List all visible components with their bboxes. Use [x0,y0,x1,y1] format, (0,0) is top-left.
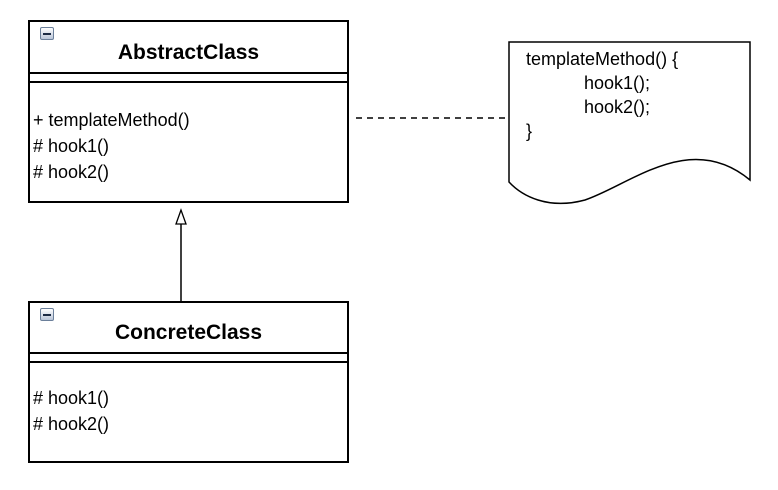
operation-hook2: # hook2() [33,414,110,434]
operation-hook1: # hook1() [33,136,110,156]
note-text: templateMethod() { hook1(); hook2(); } [526,47,678,143]
operation-template-method: + templateMethod() [33,110,190,130]
note-line: templateMethod() { [526,49,679,69]
inheritance-arrowhead [175,208,187,225]
note-line: hook1(); [584,73,651,93]
note-line: hook2(); [584,97,651,117]
abstract-class-name: AbstractClass [117,41,260,64]
note-shape[interactable] [508,41,751,205]
concrete-class-header: ConcreteClass [30,303,347,461]
concrete-class-box[interactable]: ConcreteClass # hook1() # hook2() [28,301,349,463]
operation-hook2: # hook2() [33,162,110,182]
collapse-icon[interactable] [40,27,54,40]
attributes-divider [30,81,347,83]
abstract-class-header: AbstractClass [30,22,347,201]
concrete-class-operations: # hook1() # hook2() [33,385,109,437]
abstract-class-box[interactable]: AbstractClass + templateMethod() # hook1… [28,20,349,203]
abstract-class-operations: + templateMethod() # hook1() # hook2() [33,107,190,185]
name-divider [30,352,347,354]
attributes-divider [30,361,347,363]
note-line: } [526,121,533,141]
operation-hook1: # hook1() [33,388,110,408]
concrete-class-name: ConcreteClass [114,321,263,344]
collapse-icon[interactable] [40,308,54,321]
name-divider [30,72,347,74]
